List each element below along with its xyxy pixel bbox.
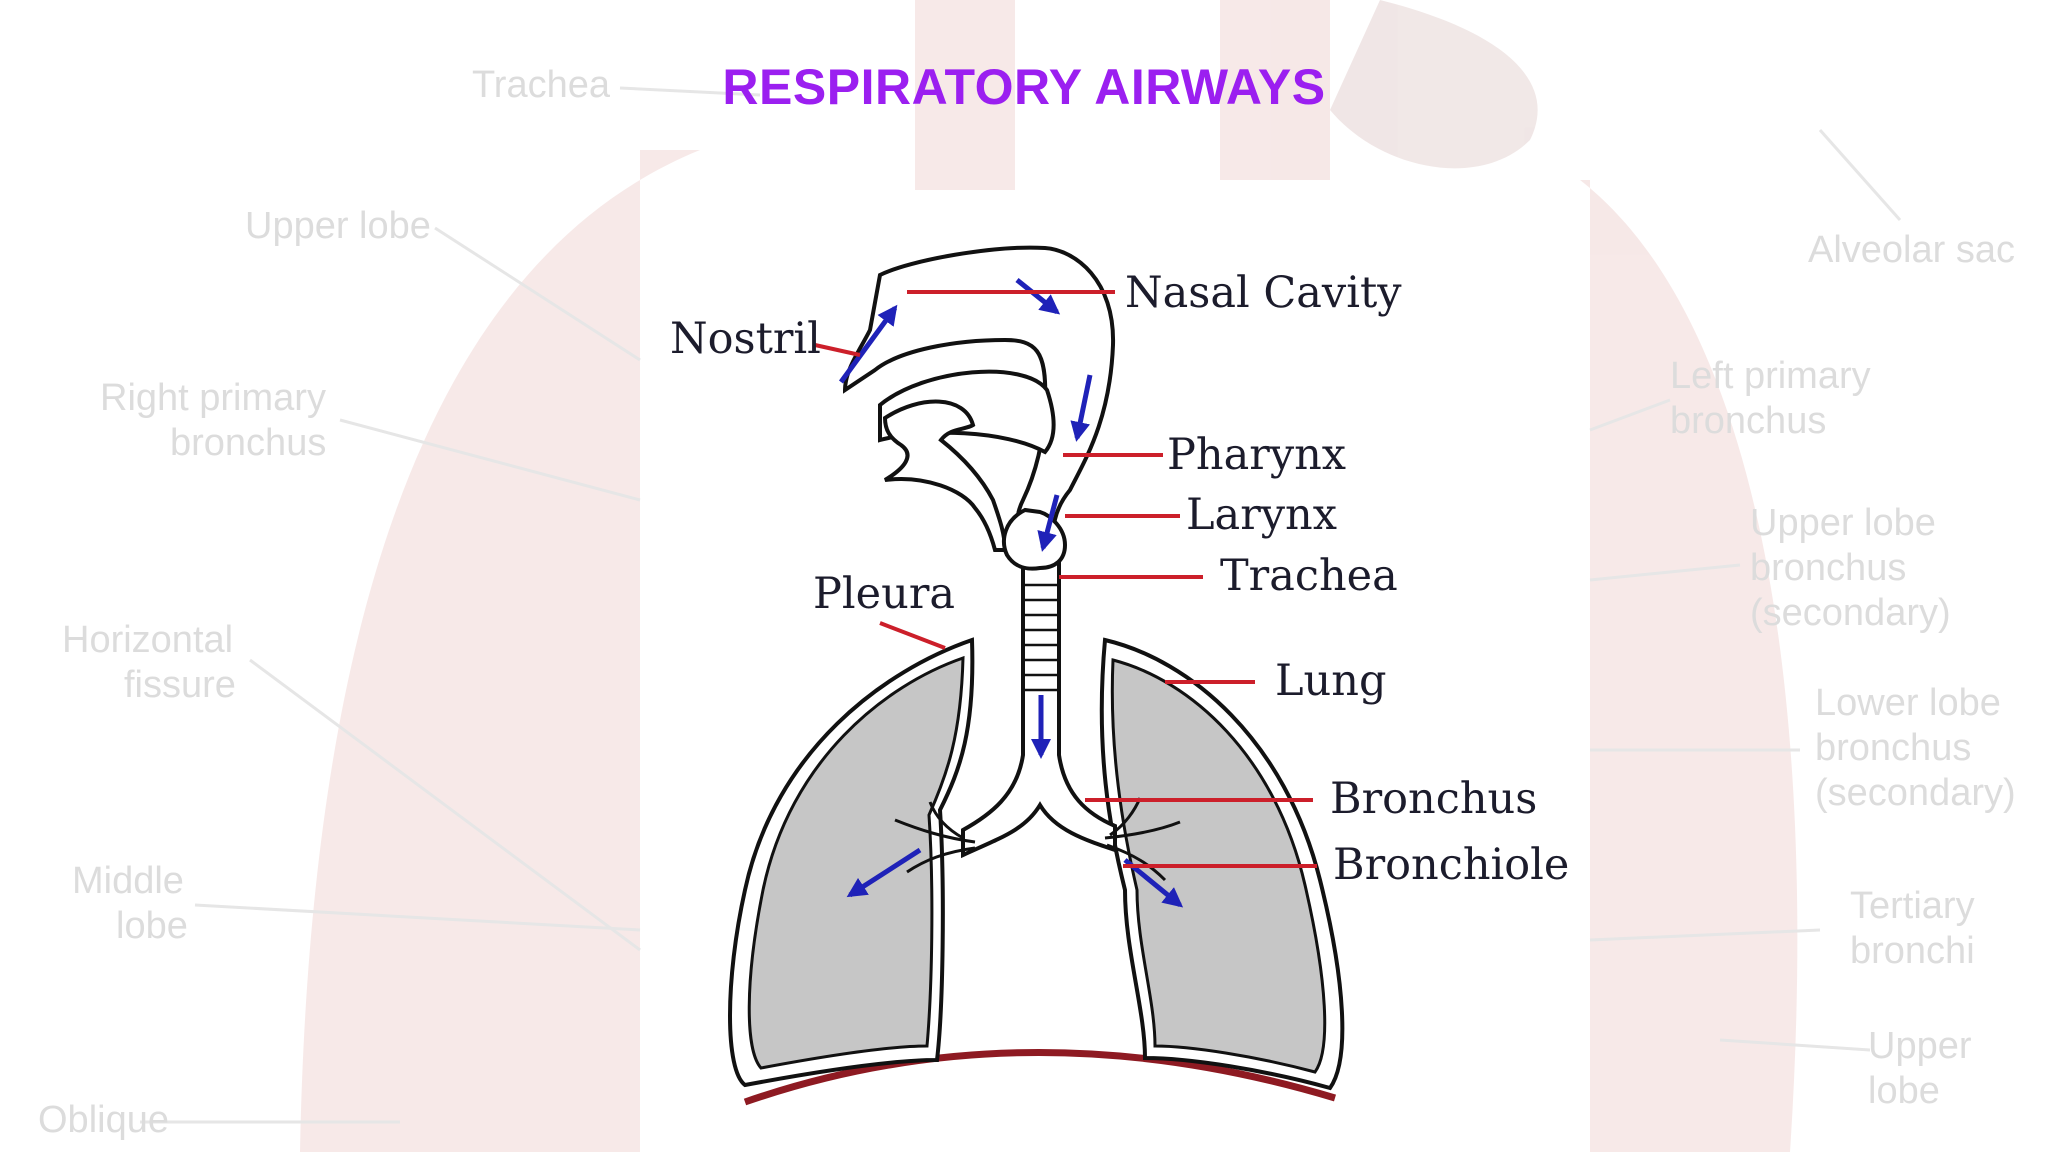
- label-bronchus: Bronchus: [1330, 774, 1537, 824]
- arrow-left-lung: [846, 847, 922, 898]
- label-pleura: Pleura: [813, 569, 955, 619]
- bg-label-right-primary-1: Right primary: [100, 377, 326, 419]
- arrow-nasal: [1015, 278, 1061, 315]
- bg-label-upper-lobe: Upper lobe: [245, 205, 431, 247]
- bg-label-lower-lobe-b2: bronchus: [1815, 727, 1971, 769]
- leader-nostril: [814, 343, 861, 357]
- bg-label-middle-1: Middle: [72, 860, 184, 902]
- label-lung: Lung: [1275, 656, 1386, 706]
- faded-lung-shapes: [300, 0, 1798, 1152]
- bg-label-left-primary-1: Left primary: [1670, 355, 1871, 397]
- left-lung: [747, 655, 965, 1070]
- label-pharynx: Pharynx: [1167, 430, 1346, 480]
- bg-label-tertiary-2: bronchi: [1850, 930, 1975, 972]
- bg-label-upper-lobe-b3: (secondary): [1750, 592, 1951, 634]
- bg-label-oblique: Oblique: [38, 1099, 169, 1141]
- bg-label-horizontal-1: Horizontal: [62, 619, 233, 661]
- bg-label-upper-r2: lobe: [1868, 1070, 1940, 1112]
- bg-label-upper-r1: Upper: [1868, 1025, 1972, 1067]
- bg-label-lower-lobe-b3: (secondary): [1815, 772, 2016, 814]
- label-larynx: Larynx: [1186, 490, 1337, 540]
- respiratory-diagram: Nasal Cavity Nostril Pharynx Larynx Trac…: [670, 245, 1569, 1106]
- airflow-arrows: [838, 278, 1184, 908]
- arrow-pharynx: [1070, 374, 1093, 442]
- label-nasal-cavity: Nasal Cavity: [1125, 268, 1402, 318]
- bg-label-lower-lobe-b1: Lower lobe: [1815, 682, 2001, 724]
- bg-label-trachea: Trachea: [472, 64, 611, 106]
- bg-label-tertiary-1: Tertiary: [1850, 885, 1975, 927]
- bg-label-horizontal-2: fissure: [124, 664, 236, 706]
- trachea-rings: [1025, 583, 1057, 692]
- arrow-larynx: [1037, 494, 1060, 552]
- bg-label-left-primary-2: bronchus: [1670, 400, 1826, 442]
- label-trachea: Trachea: [1220, 551, 1398, 601]
- bg-label-right-primary-2: bronchus: [170, 422, 326, 464]
- diaphragm: [743, 1048, 1337, 1106]
- leader-lines: [814, 290, 1317, 868]
- bg-label-middle-2: lobe: [116, 905, 188, 947]
- faded-leader-lines: [140, 86, 1902, 1124]
- bronchioles: [894, 797, 1181, 882]
- bg-label-upper-lobe-b2: bronchus: [1750, 547, 1906, 589]
- bg-label-upper-lobe-b1: Upper lobe: [1750, 502, 1936, 544]
- arrow-nostril: [838, 304, 898, 384]
- faded-background-labels: Trachea Upper lobe Right primary bronchu…: [38, 64, 2016, 1141]
- label-bronchiole: Bronchiole: [1333, 840, 1569, 890]
- page-title: RESPIRATORY AIRWAYS: [722, 59, 1326, 115]
- leader-pleura: [879, 621, 946, 650]
- bg-label-alveolar-sac: Alveolar sac: [1808, 229, 2015, 271]
- label-nostril: Nostril: [670, 314, 821, 364]
